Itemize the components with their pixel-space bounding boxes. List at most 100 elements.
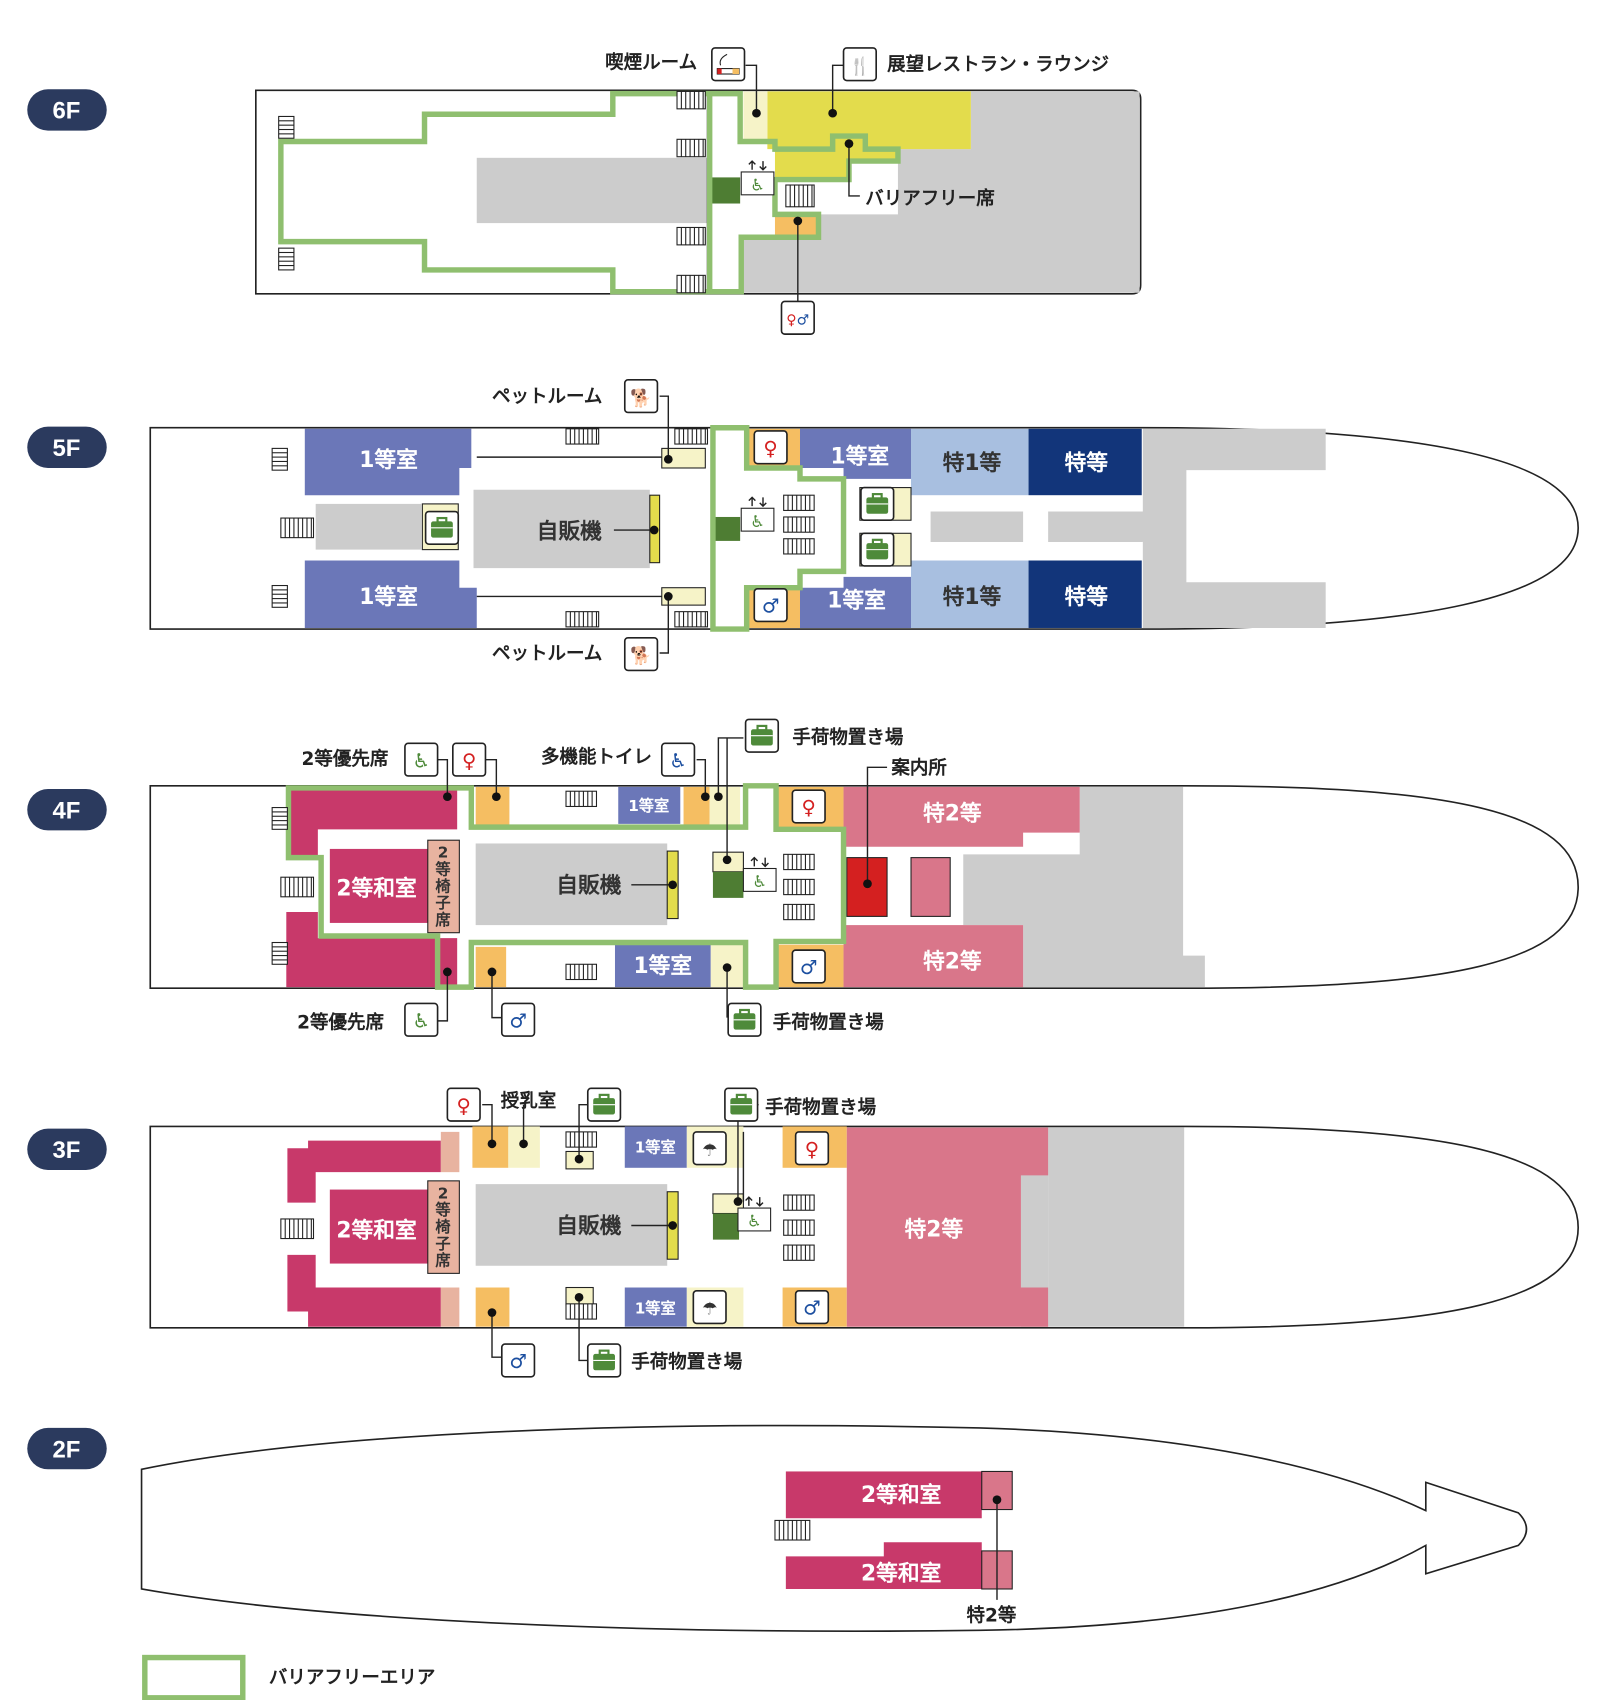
stairs bbox=[676, 138, 706, 158]
vending-area bbox=[473, 489, 650, 569]
svg-text:♀: ♀ bbox=[805, 1138, 819, 1161]
leader-dot bbox=[733, 1197, 743, 1206]
leader-dot bbox=[668, 1221, 678, 1230]
room-second-japanese bbox=[329, 1189, 428, 1264]
legend: バリアフリーエリア bbox=[142, 1654, 436, 1700]
floor-badge-label: 5F bbox=[52, 435, 80, 462]
floor-badge-label: 6F bbox=[52, 98, 80, 125]
svg-text:♿: ♿ bbox=[750, 175, 765, 194]
room-special bbox=[1028, 428, 1142, 496]
leader-dot bbox=[443, 967, 452, 977]
label-first-class: 1等室 bbox=[827, 587, 886, 613]
label-special-first: 特1等 bbox=[943, 584, 1002, 610]
label-special-first: 特1等 bbox=[943, 450, 1002, 476]
label-first-class: 1等室 bbox=[359, 584, 418, 610]
label-second-japanese: 2等和室 bbox=[861, 1560, 941, 1586]
toilet-m-icon: ♂ bbox=[753, 587, 788, 623]
leader-dot bbox=[491, 792, 501, 802]
stairs bbox=[783, 1194, 815, 1211]
pet-icon: 🐕 bbox=[623, 379, 659, 414]
room-first-class bbox=[624, 1126, 687, 1168]
deck-outline bbox=[149, 426, 1579, 630]
wheelchair-icon: ♿ bbox=[404, 1002, 439, 1037]
label-special-second: 特2等 bbox=[967, 1605, 1017, 1627]
svg-text:♿: ♿ bbox=[669, 749, 687, 772]
stairs bbox=[565, 790, 598, 808]
stairs bbox=[565, 1131, 598, 1148]
label-luggage: 手荷物置き場 bbox=[631, 1351, 743, 1373]
leader-dot bbox=[722, 855, 732, 865]
room-special-second bbox=[843, 925, 1024, 988]
stairs bbox=[785, 184, 815, 208]
room-second-japanese bbox=[287, 1140, 441, 1203]
svg-text:♀: ♀ bbox=[802, 796, 816, 819]
svg-text:🐕: 🐕 bbox=[630, 646, 652, 667]
toilet-f-icon: ♀ bbox=[791, 789, 826, 824]
leader-dot bbox=[668, 880, 678, 890]
label-luggage: 手荷物置き場 bbox=[765, 1096, 877, 1118]
stairs bbox=[280, 876, 315, 898]
stairs bbox=[674, 611, 709, 628]
floor-badge bbox=[27, 89, 107, 131]
label-special-second: 特2等 bbox=[923, 949, 982, 975]
legend-label: バリアフリーエリア bbox=[269, 1668, 436, 1689]
label-first-class: 1等室 bbox=[634, 953, 693, 979]
toilet-m-icon: ♂ bbox=[791, 949, 826, 984]
svg-text:♂: ♂ bbox=[800, 956, 818, 979]
luggage-icon bbox=[860, 532, 895, 567]
label-information: 案内所 bbox=[890, 757, 947, 779]
stairs-group bbox=[278, 90, 815, 294]
room-first-class bbox=[614, 944, 711, 988]
floor-2f: 2F 2等和室 2等和室 特2等 bbox=[27, 1424, 1528, 1632]
label-pet-room: ペットルーム bbox=[492, 644, 602, 665]
label-first-class: 1等室 bbox=[831, 444, 890, 470]
pet-icon: 🐕 bbox=[623, 636, 659, 672]
stairs bbox=[565, 611, 600, 628]
label-restaurant: 展望レストラン・ラウンジ bbox=[887, 54, 1109, 76]
up-down-arrow-icon bbox=[745, 1196, 764, 1207]
leader-dot bbox=[722, 963, 732, 972]
svg-text:♿: ♿ bbox=[747, 1212, 762, 1231]
label-multi-toilet: 多機能トイレ bbox=[541, 746, 652, 768]
floor-badge bbox=[27, 1427, 107, 1470]
stairs bbox=[783, 878, 815, 896]
svg-text:♀♂: ♀♂ bbox=[786, 312, 809, 328]
stairs bbox=[676, 226, 706, 246]
toilet-f-icon: ♀ bbox=[452, 742, 487, 777]
barrier-free-outline bbox=[710, 425, 847, 632]
wheelchair-icon: ♿ bbox=[404, 742, 439, 777]
stairs bbox=[271, 584, 288, 608]
label-luggage: 手荷物置き場 bbox=[773, 1011, 885, 1033]
svg-text:♀: ♀ bbox=[763, 437, 777, 460]
leader-dot bbox=[487, 1139, 497, 1149]
label-priority-seat: 2等優先席 bbox=[302, 748, 389, 770]
label-special-second: 特2等 bbox=[905, 1216, 964, 1242]
elevator-icon: ♿ bbox=[740, 496, 775, 532]
stairs bbox=[565, 963, 598, 981]
svg-text:☂: ☂ bbox=[702, 1300, 718, 1320]
leader-dot bbox=[443, 792, 452, 802]
elevator bbox=[709, 177, 741, 204]
floor-6f: 6F 喫煙ルーム 展望レストラン・ラウンジ バリアフリー席 bbox=[27, 52, 1142, 302]
stairs bbox=[565, 1303, 598, 1320]
toilet-icon: ♀♂ bbox=[780, 300, 815, 335]
room-second-chair bbox=[427, 1180, 460, 1274]
luggage-icon bbox=[586, 1343, 622, 1378]
luggage-icon bbox=[424, 510, 460, 545]
elevator-icon: ♿ bbox=[742, 856, 777, 892]
stairs bbox=[676, 274, 706, 294]
public-area bbox=[476, 157, 708, 224]
svg-text:♂: ♂ bbox=[509, 1009, 527, 1032]
label-second-japanese: 2等和室 bbox=[861, 1482, 941, 1508]
toilet-f-icon: ♀ bbox=[753, 430, 788, 465]
floor-badge bbox=[27, 426, 107, 468]
room-first-class bbox=[800, 576, 912, 628]
room-special bbox=[1028, 560, 1142, 628]
stairs-group bbox=[280, 1131, 815, 1320]
stairs bbox=[783, 538, 815, 555]
stairs bbox=[783, 1219, 815, 1236]
leader-dot bbox=[519, 1139, 528, 1149]
label-vending: 自販機 bbox=[556, 1213, 621, 1239]
